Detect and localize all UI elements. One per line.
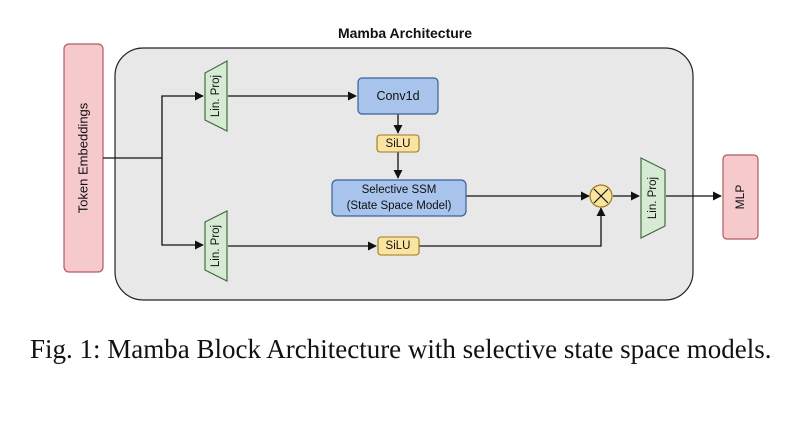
figure-caption: Fig. 1: Mamba Block Architecture with se… [30, 334, 772, 364]
silu-top-label: SiLU [386, 138, 411, 150]
selective-ssm-label-line2: (State Space Model) [347, 200, 452, 212]
selective-ssm-label-line1: Selective SSM [362, 184, 437, 196]
conv1d-label: Conv1d [376, 89, 419, 103]
connectors [103, 91, 722, 251]
mlp-box [722, 154, 759, 240]
lin-proj-bottom-box [204, 210, 228, 282]
lin-proj-top-box [204, 59, 228, 132]
diagram-title: Mamba Architecture [338, 25, 472, 41]
mlp-label: MLP [733, 185, 747, 210]
lin-proj-out-label: Lin. Proj [647, 177, 659, 219]
lin-proj-top-label: Lin. Proj [210, 75, 222, 117]
conv1d-box [357, 77, 439, 115]
lin-proj-out-box [640, 157, 666, 239]
multiply-circle-icon [589, 184, 613, 208]
selective-ssm-box [331, 179, 467, 217]
lin-proj-bottom-label: Lin. Proj [210, 225, 222, 267]
mamba-diagram: Mamba Architecture Token Embeddings Lin.… [63, 25, 759, 301]
silu-bottom-label: SiLU [386, 240, 411, 252]
silu-bottom-box [377, 236, 420, 256]
mamba-block-container [114, 47, 694, 301]
silu-top-box [376, 134, 420, 153]
token-embeddings-label: Token Embeddings [76, 102, 91, 213]
